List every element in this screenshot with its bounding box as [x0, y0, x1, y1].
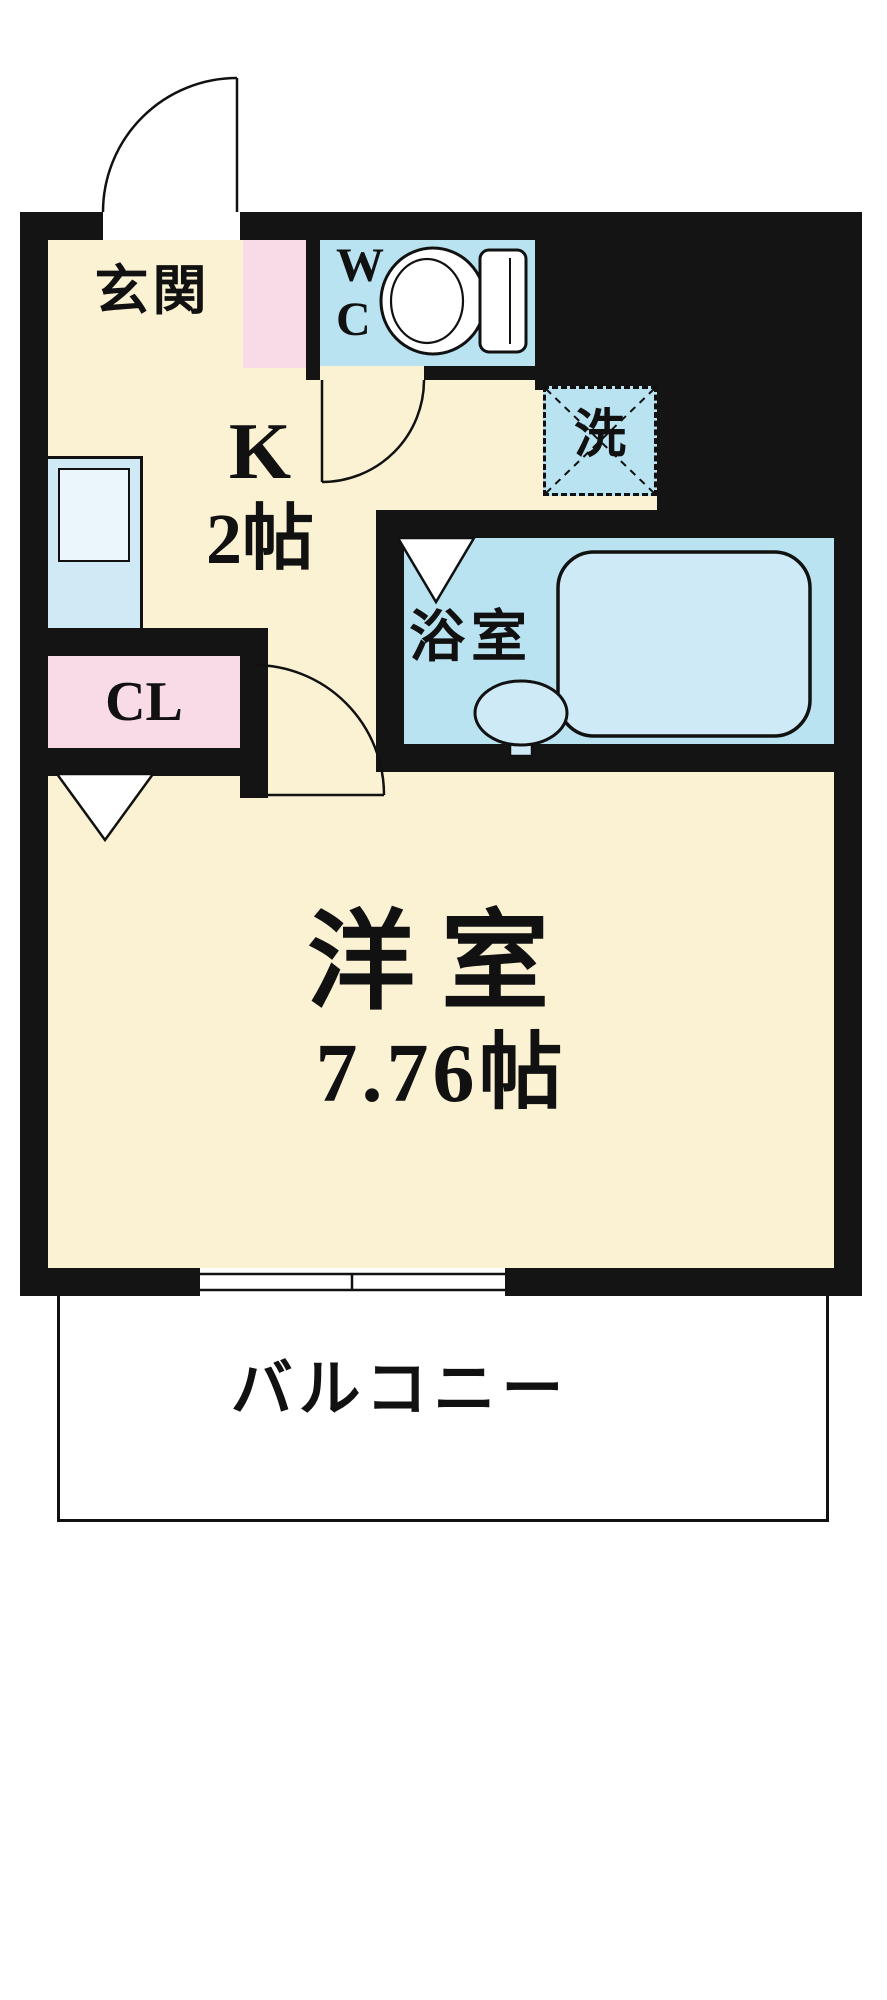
closet-label: CL [105, 671, 183, 733]
wall-wc-bottom [424, 366, 536, 380]
wall-bath-bottom [376, 744, 862, 772]
genkan-mat [243, 240, 306, 368]
wall-bottom-right [505, 1268, 862, 1296]
wall-wc-left [306, 212, 320, 380]
wall-closet-stub [240, 628, 268, 798]
bathroom-label: 浴室 [409, 607, 533, 669]
wc-label: W C [336, 239, 384, 347]
wall-bottom-left [20, 1268, 200, 1296]
kitchen-label: K [228, 408, 292, 496]
entrance-door [101, 76, 239, 213]
wall-block-right [657, 385, 862, 512]
entrance-door-arc [101, 76, 238, 213]
kitchen-size-label: 2帖 [205, 499, 314, 579]
wall-closet-bottom [20, 748, 240, 776]
sliding-window [200, 1272, 505, 1292]
wall-block-top-right [535, 212, 862, 390]
genkan-label: 玄関 [94, 261, 211, 321]
closet-floor [48, 656, 240, 748]
wall-bath-top [376, 510, 862, 538]
balcony-label: バルコニー [230, 1356, 570, 1424]
kitchen-sink [58, 468, 130, 562]
washer-label: 洗 [573, 407, 626, 464]
balcony-area [57, 1296, 829, 1522]
western-room-label: 洋室 [306, 904, 575, 1023]
western-room-size-label: 7.76帖 [315, 1027, 567, 1120]
wall-closet-top [20, 628, 268, 656]
